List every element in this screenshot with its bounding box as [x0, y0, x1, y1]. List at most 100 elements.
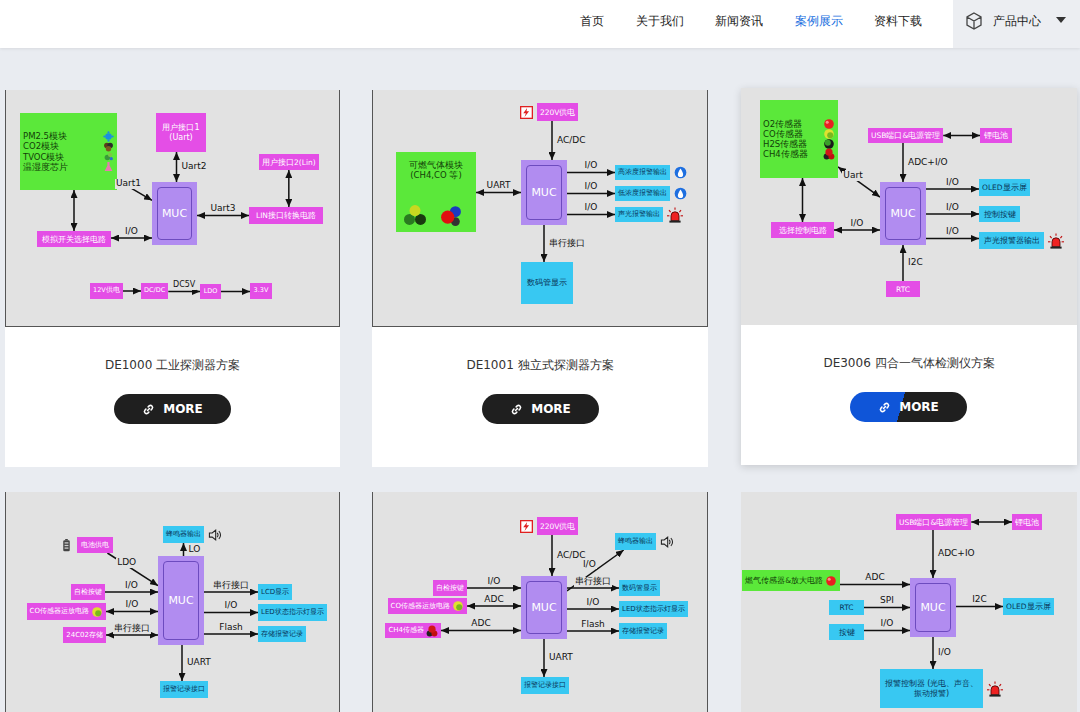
block-box: LED状态指示灯显示	[258, 604, 327, 621]
box-text: 12V供电	[93, 287, 120, 295]
box-text: 声光报警输出	[618, 210, 660, 218]
block-box: 模拟开关选择电路	[37, 231, 111, 247]
box-text: MUC	[157, 187, 192, 240]
block-box: CH4传感器	[385, 623, 441, 638]
block-box: 24C02存储	[63, 627, 106, 643]
byel-icon	[452, 600, 464, 612]
signal-label: ADC	[483, 595, 504, 605]
mcu-box: MUC	[880, 182, 926, 245]
block-box: 数码管显示	[619, 580, 660, 596]
box-text: MORE	[531, 402, 571, 416]
signal-label: Flash	[218, 623, 244, 633]
signal-label: I/O	[224, 601, 239, 611]
signal-label: I/O	[584, 203, 599, 213]
signal-label: ADC+IO	[937, 549, 976, 559]
molg-icon	[404, 204, 426, 226]
block-box: LED状态指示灯显示	[619, 601, 688, 617]
mcu-box: MUC	[910, 578, 956, 637]
link-icon	[142, 403, 155, 416]
box-text: 温湿度芯片	[23, 162, 68, 172]
block-box: 电池供电	[77, 537, 113, 553]
signal-arrow	[943, 135, 980, 137]
signal-label: I/O	[850, 219, 865, 229]
leaf-icon	[103, 151, 114, 162]
signal-arrow	[932, 637, 934, 669]
box-text: RTC	[896, 285, 910, 294]
block-box: 报警记录接口	[521, 677, 569, 694]
signal-arrow	[204, 633, 258, 635]
box-text: USB端口&电源管理	[871, 131, 940, 140]
signal-arrow	[123, 290, 141, 292]
nav-menu: 产品中心	[993, 13, 1041, 30]
box-text: 锂电池	[1015, 518, 1039, 527]
signal-arrow	[105, 591, 158, 593]
signal-label: I/O	[584, 161, 599, 171]
block-box: DC/DC	[141, 283, 168, 299]
signal-label: I/O	[487, 577, 502, 587]
box-text: MORE	[899, 400, 939, 414]
signal-label: ADC	[864, 573, 885, 583]
signal-arrow	[221, 291, 250, 293]
box-text: 220V供电	[540, 108, 575, 117]
signal-arrow	[864, 607, 910, 609]
box-text: LCD显示	[261, 588, 289, 596]
block-box: 用户接口2(Lin)	[259, 154, 319, 170]
signal-arrow	[176, 152, 178, 182]
signal-label: UART	[486, 181, 512, 191]
box-text: CH4传感器	[763, 149, 808, 159]
box-text: 数码管显示	[527, 278, 567, 288]
block-box: 锂电池	[1012, 514, 1042, 530]
block-box: CO传感器运放电路	[388, 598, 467, 614]
nav-link: 资料下载	[874, 13, 922, 30]
signal-arrow	[288, 170, 290, 207]
drop-icon	[674, 187, 687, 200]
link-icon	[510, 403, 523, 416]
block-box: LIN接口转换电路	[249, 207, 323, 224]
flask-icon	[103, 161, 114, 172]
signal-label: I/O	[880, 619, 895, 629]
block-box: 存储报警记录	[258, 626, 306, 642]
box-text: 24C02存储	[66, 631, 103, 639]
spk-icon	[660, 535, 674, 549]
block-box: 3.3V	[250, 283, 272, 299]
signal-label: I/O	[584, 182, 599, 192]
block-box: 数码管显示	[521, 262, 573, 304]
box-text: CO2模块	[23, 141, 59, 151]
signal-arrow	[902, 245, 904, 281]
block-box: 高浓度报警输出	[615, 165, 670, 180]
more-button: MORE	[850, 392, 967, 422]
box-text: TVOC模块	[23, 152, 64, 162]
box-text: LED状态指示灯显示	[261, 608, 324, 616]
more-button: MORE	[482, 394, 599, 424]
signal-arrow	[567, 630, 619, 632]
box-text: MUC	[885, 187, 921, 240]
block-box: PM2.5模块CO2模块TVOC模块温湿度芯片	[20, 113, 117, 190]
block-box: LDO	[200, 284, 221, 299]
block-box: CO传感器运放电路	[27, 603, 106, 620]
signal-label: I/O	[937, 648, 952, 658]
signal-label: AC/DC	[556, 136, 587, 146]
box-text: 数码管显示	[622, 584, 657, 592]
mcu-box: MUC	[158, 556, 204, 645]
signal-arrow	[106, 611, 158, 613]
signal-arrow	[467, 587, 521, 589]
nav-link: 关于我们	[636, 13, 684, 30]
signal-arrow	[168, 291, 200, 293]
spk-icon	[208, 528, 222, 542]
block-box: OLED显示屏	[979, 179, 1030, 196]
signal-label: I/O	[945, 178, 960, 188]
block-box: 声光报警器输出	[979, 232, 1044, 249]
box-text: 自检按键	[436, 584, 464, 592]
drop-icon	[674, 166, 687, 179]
signal-arrow	[543, 639, 545, 677]
box-text: OLED显示屏	[1006, 602, 1051, 611]
signal-label: UART	[548, 653, 574, 663]
block-box: 蜂鸣器输出	[615, 533, 656, 550]
box-text: 高浓度报警输出	[618, 168, 667, 176]
link-icon	[878, 401, 891, 414]
block-box: 蜂鸣器输出	[163, 526, 204, 543]
box-text: 存储报警记录	[261, 630, 303, 638]
signal-arrow	[802, 178, 804, 222]
signal-arrow	[926, 188, 979, 190]
box-text: 燃气传感器&放大电路	[745, 576, 823, 585]
